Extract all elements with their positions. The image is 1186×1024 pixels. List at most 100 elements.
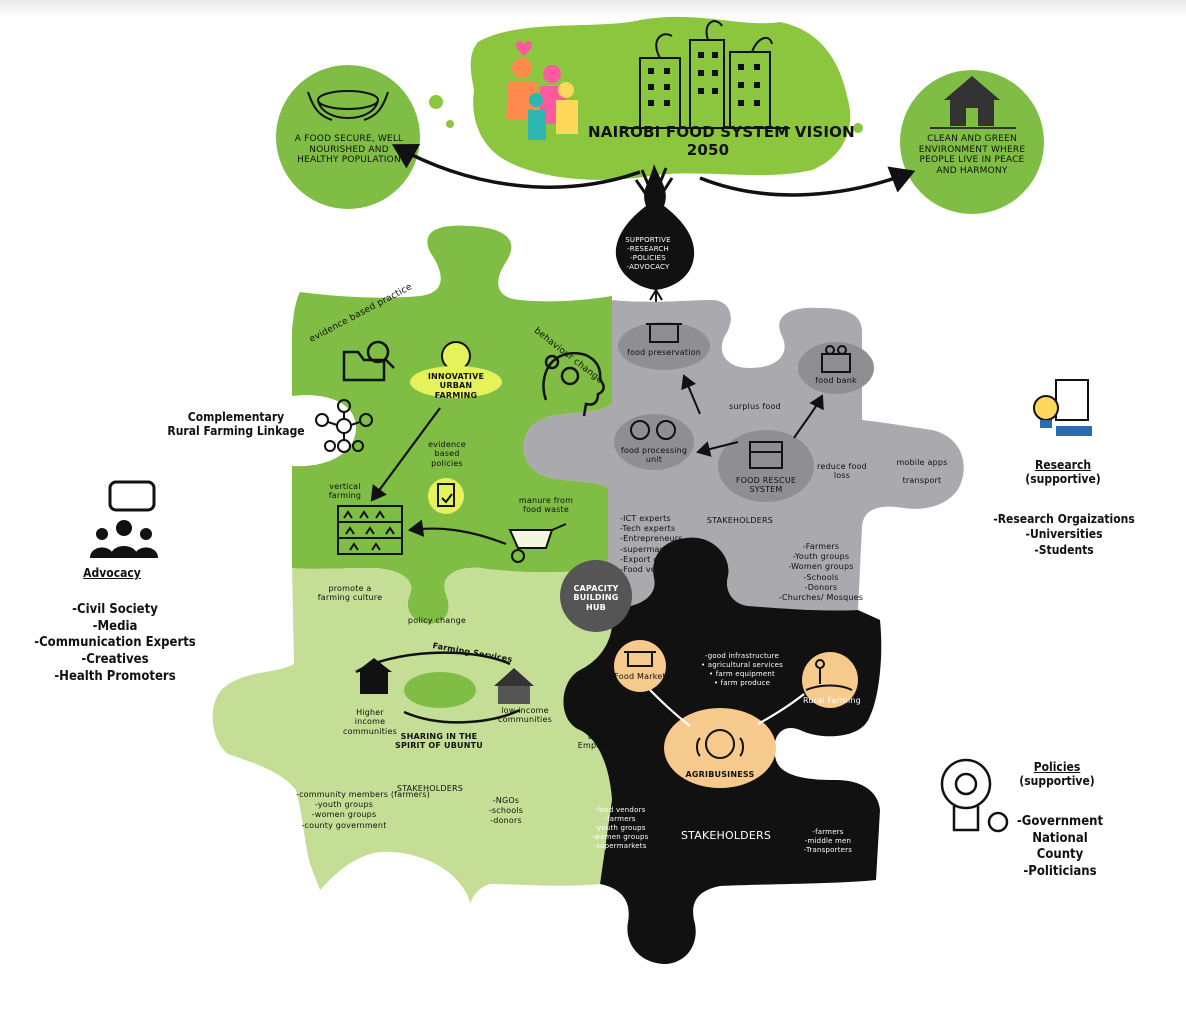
list-item: -schools: [488, 806, 524, 816]
econ-empowerment-label: Economic Empowerment: [577, 732, 639, 751]
arrow-to-market: [649, 689, 691, 727]
list-item: -Schools: [803, 572, 839, 582]
market-stall-icon: [624, 651, 656, 667]
rural-linkage-line: Complementary: [187, 410, 285, 424]
rescue-system-label: FOOD RESCUE SYSTEM: [735, 476, 797, 495]
arrow-to-foodbank: [793, 394, 824, 439]
vision-title-text: NAIROBI FOOD SYSTEM VISION: [588, 123, 855, 141]
list-item: -Food vendors: [620, 565, 680, 575]
clipboard-icon: [437, 483, 455, 507]
family-icon: [506, 41, 578, 140]
surplus-label: surplus food: [729, 402, 781, 411]
onion-icon: [615, 164, 695, 302]
list-item: -supermarkets: [593, 841, 647, 850]
rescue-right-list: -Farmers -Youth groups -Women groups -Sc…: [776, 542, 866, 603]
food-box-icon: [821, 345, 851, 373]
rescue-stakeholders-label: STAKEHOLDERS: [706, 516, 774, 525]
policies-title: Policies: [1033, 760, 1081, 774]
list-item: County: [1036, 847, 1084, 863]
agribusiness-circle: [664, 708, 776, 788]
top-fade-bar: [0, 0, 1186, 18]
wheelbarrow-icon: [508, 523, 567, 563]
list-item: -Churches/ Mosques: [778, 593, 864, 603]
city-buildings-icon: [620, 20, 790, 129]
folder-search-icon: [342, 340, 395, 382]
list-item: -Export companies: [620, 554, 699, 564]
list-item: • agricultural services: [701, 660, 783, 669]
farmer-icon: [805, 659, 853, 691]
root-line: SUPPORTIVE: [625, 236, 671, 244]
list-item: -Entrepreneurs: [620, 534, 683, 544]
left-goal-text: A FOOD SECURE, WELL NOURISHED AND HEALTH…: [294, 134, 404, 166]
innovative-label: INNOVATIVE URBAN FARMING: [427, 372, 485, 400]
policies-title-block: Policies (supportive): [1012, 760, 1102, 788]
promote-label: promote a farming culture: [317, 584, 383, 603]
list-item: -Women groups: [788, 562, 854, 572]
research-title: Research: [1034, 458, 1092, 472]
research-list: -Research Orgaizations -Universities -St…: [984, 512, 1144, 558]
city-windows: [648, 52, 760, 106]
agribusiness-icon: [696, 729, 744, 759]
network-icon: [315, 399, 373, 453]
agribusiness-label: AGRIBUSINESS: [685, 770, 755, 779]
preservation-blob: [618, 322, 710, 370]
list-item: -county government: [301, 820, 387, 830]
rescue-left-list: -ICT experts -Tech experts -Entrepreneur…: [620, 514, 700, 575]
rescue-box-icon: [749, 441, 783, 469]
list-item: -youth groups: [594, 823, 646, 832]
vision-title: NAIROBI FOOD SYSTEM VISION 2050: [588, 123, 855, 159]
arrow-to-vertical: [370, 407, 441, 502]
capacity-hub-circle: [560, 560, 632, 632]
list-item: -ICT experts: [620, 514, 671, 523]
hut-low-icon: [494, 668, 534, 704]
list-item: -Media: [92, 618, 138, 634]
list-item: -community members (farmers): [296, 790, 430, 799]
vision-year: 2050: [686, 140, 730, 159]
list-item: -Tech experts: [620, 524, 676, 534]
list-item: -women groups: [591, 832, 649, 841]
evidence-policies-label: evidence based policies: [428, 440, 466, 468]
list-item: -farmers: [812, 828, 844, 836]
list-item: -good infrastructure: [705, 652, 779, 660]
rural-linkage-label: Complementary Rural Farming Linkage: [166, 410, 306, 438]
agri-stakeholders-label: STAKEHOLDERS: [680, 829, 772, 842]
sharing-label: SHARING IN THE SPIRIT OF UBUNTU: [395, 732, 483, 751]
arrow-to-rural: [757, 693, 805, 725]
list-item: -Students: [1034, 542, 1094, 557]
research-sub: (supportive): [1025, 472, 1101, 487]
list-item: -Universities: [1025, 527, 1103, 542]
list-item: -women groups: [311, 810, 377, 820]
right-goal-text: CLEAN AND GREEN ENVIRONMENT WHERE PEOPLE…: [918, 134, 1026, 176]
rescue-blob: [718, 430, 814, 502]
list-item: National: [1032, 830, 1088, 846]
manure-label: manure from food waste: [518, 496, 574, 515]
innovative-badge: [410, 366, 502, 398]
ubuntu-left-list: -community members (farmers) -youth grou…: [296, 790, 430, 831]
policy-bulb-icon: [940, 758, 1009, 833]
onion-root-text: SUPPORTIVE -RESEARCH -POLICIES -ADVOCACY: [622, 236, 674, 272]
agri-left-list: -food vendors -farmers -youth groups -wo…: [590, 806, 650, 851]
list-item: -donors: [490, 816, 522, 826]
right-goal-circle: [900, 70, 1044, 214]
urban-farming-piece: [292, 225, 612, 624]
advocacy-icon: [90, 480, 158, 558]
behaviour-head-icon: [542, 351, 605, 417]
policies-list: -Government National County -Politicians: [1010, 814, 1110, 881]
list-item: -food vendors: [594, 806, 646, 814]
policy-change-label: policy change: [407, 616, 467, 625]
list-item: -Communication Experts: [34, 635, 196, 651]
list-item: -youth groups: [314, 800, 374, 810]
list-item: -Health Promoters: [54, 668, 176, 684]
produce-basket: [404, 672, 476, 708]
bowl-icon: [307, 90, 389, 121]
arrow-to-processing: [696, 441, 739, 457]
list-item: -Creatives: [81, 651, 149, 667]
vertical-farming-label: vertical farming: [328, 482, 362, 501]
gears-icon: [630, 420, 676, 440]
list-item: -farmers: [604, 814, 636, 823]
root-line: -ADVOCACY: [626, 262, 670, 271]
higher-income-label: Higher income communities: [343, 708, 397, 736]
list-item: -Donors: [804, 582, 838, 592]
preservation-label: food preservation: [626, 348, 702, 357]
